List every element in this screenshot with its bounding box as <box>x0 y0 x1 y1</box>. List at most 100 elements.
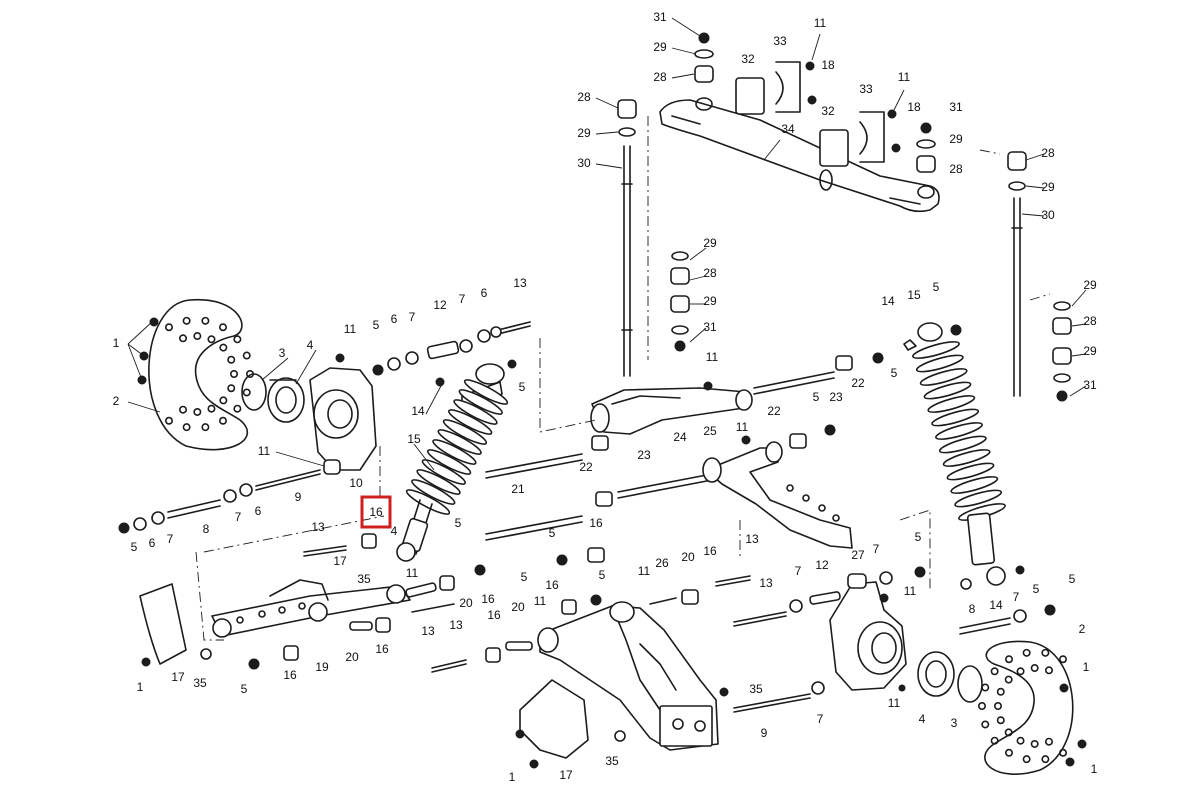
callout-32-10: 32 <box>821 104 835 118</box>
callout-5-68: 5 <box>891 366 898 380</box>
callout-13-29: 13 <box>513 276 527 290</box>
callout-16-93: 16 <box>703 544 717 558</box>
callout-13-94: 13 <box>745 532 759 546</box>
dash-lines <box>195 116 1051 641</box>
callout-18-5: 18 <box>821 58 835 72</box>
swing-arm-center <box>537 601 719 751</box>
callout-15-61: 15 <box>907 288 921 302</box>
callout-16-75: 16 <box>589 516 603 530</box>
callout-9-46: 9 <box>295 490 302 504</box>
callout-11-8: 11 <box>898 70 911 84</box>
disc-bolt-right-2 <box>1077 739 1087 749</box>
callout-4-55: 4 <box>391 524 398 538</box>
bearing-right <box>917 651 955 697</box>
shock-absorber-left <box>396 359 517 562</box>
callout-16-81: 16 <box>375 642 389 656</box>
rods-center <box>485 352 884 541</box>
callout-19-83: 19 <box>315 660 329 674</box>
callout-29-23: 29 <box>703 294 717 308</box>
callout-29-21: 29 <box>703 236 717 250</box>
hardware-center-arm <box>556 547 841 713</box>
snap-ring-right <box>957 665 983 703</box>
callout-11-36: 11 <box>344 322 357 336</box>
stabilizer-bar <box>659 97 940 213</box>
bolt-lower-left <box>118 469 321 534</box>
callout-28-22: 28 <box>703 266 717 280</box>
upper-arm-center <box>590 381 753 435</box>
callout-5-56: 5 <box>455 516 462 530</box>
callout-15-43: 15 <box>407 432 421 446</box>
callout-16-79: 16 <box>481 592 495 606</box>
mud-guard-center <box>519 679 589 759</box>
callout-5-35: 5 <box>373 318 380 332</box>
callout-29-27: 29 <box>1083 344 1097 358</box>
callout-1-120: 1 <box>137 680 144 694</box>
callout-17-57: 17 <box>333 554 347 568</box>
callout-5-100: 5 <box>915 530 922 544</box>
callout-14-60: 14 <box>881 294 895 308</box>
callout-11-3: 11 <box>814 16 827 30</box>
callout-22-67: 22 <box>851 376 865 390</box>
bearing-left <box>267 377 305 423</box>
callout-6-49: 6 <box>255 504 262 518</box>
callout-4-111: 4 <box>919 712 926 726</box>
callout-13-95: 13 <box>759 576 773 590</box>
callout-17-119: 17 <box>171 670 185 684</box>
brake-disc-left <box>148 299 255 451</box>
callout-29-1: 29 <box>653 40 667 54</box>
link-bushing-stack-top <box>694 32 714 83</box>
callout-22-69: 22 <box>767 404 781 418</box>
callout-5-88: 5 <box>599 568 606 582</box>
callout-5-77: 5 <box>521 570 528 584</box>
highlight-box <box>360 495 392 529</box>
guard-bolt-center-2 <box>529 759 539 769</box>
callout-9-114: 9 <box>761 726 768 740</box>
callout-28-26: 28 <box>1083 314 1097 328</box>
callout-6-51: 6 <box>149 536 156 550</box>
callout-7-96: 7 <box>795 564 802 578</box>
callout-8-47: 8 <box>203 522 210 536</box>
callout-16-85: 16 <box>487 608 501 622</box>
callout-28-2: 28 <box>653 70 667 84</box>
callout-14-41: 14 <box>411 404 425 418</box>
callout-34-14: 34 <box>781 122 795 136</box>
callout-8-104: 8 <box>969 602 976 616</box>
callout-16-53: 16 <box>369 505 383 519</box>
callout-31-11: 31 <box>949 100 963 114</box>
callout-5-50: 5 <box>131 540 138 554</box>
callout-4-39: 4 <box>307 338 314 352</box>
callout-11-112: 11 <box>888 696 901 710</box>
washer-35-center <box>614 730 626 742</box>
callout-12-97: 12 <box>815 558 829 572</box>
callout-29-19: 29 <box>1041 180 1055 194</box>
callout-3-110: 3 <box>951 716 958 730</box>
callout-35-121: 35 <box>605 754 619 768</box>
callout-16-87: 16 <box>545 578 559 592</box>
bushing-clamp-right <box>819 109 901 167</box>
callout-25-65: 25 <box>703 424 717 438</box>
callout-7-103: 7 <box>1013 590 1020 604</box>
callout-6-32: 6 <box>481 286 488 300</box>
callout-35-58: 35 <box>357 572 371 586</box>
callout-5-105: 5 <box>1033 582 1040 596</box>
shock-absorber-right <box>903 322 1025 586</box>
knuckle-left <box>309 353 377 475</box>
callout-5-76: 5 <box>549 526 556 540</box>
link-bushing-stack-far-right <box>1052 301 1072 402</box>
callout-30-20: 30 <box>1041 208 1055 222</box>
callout-1-108: 1 <box>1083 660 1090 674</box>
callout-11-101: 11 <box>904 584 917 598</box>
callout-35-115: 35 <box>749 682 763 696</box>
callout-29-16: 29 <box>577 126 591 140</box>
knuckle-right <box>829 573 907 692</box>
callout-31-24: 31 <box>703 320 717 334</box>
callout-16-117: 16 <box>283 668 297 682</box>
callout-11-90: 11 <box>638 564 651 578</box>
guard-bolt-center <box>515 729 525 739</box>
bushings-left-arm <box>248 533 533 673</box>
callout-3-38: 3 <box>279 346 286 360</box>
callout-7-113: 7 <box>817 712 824 726</box>
callout-14-102: 14 <box>989 598 1003 612</box>
